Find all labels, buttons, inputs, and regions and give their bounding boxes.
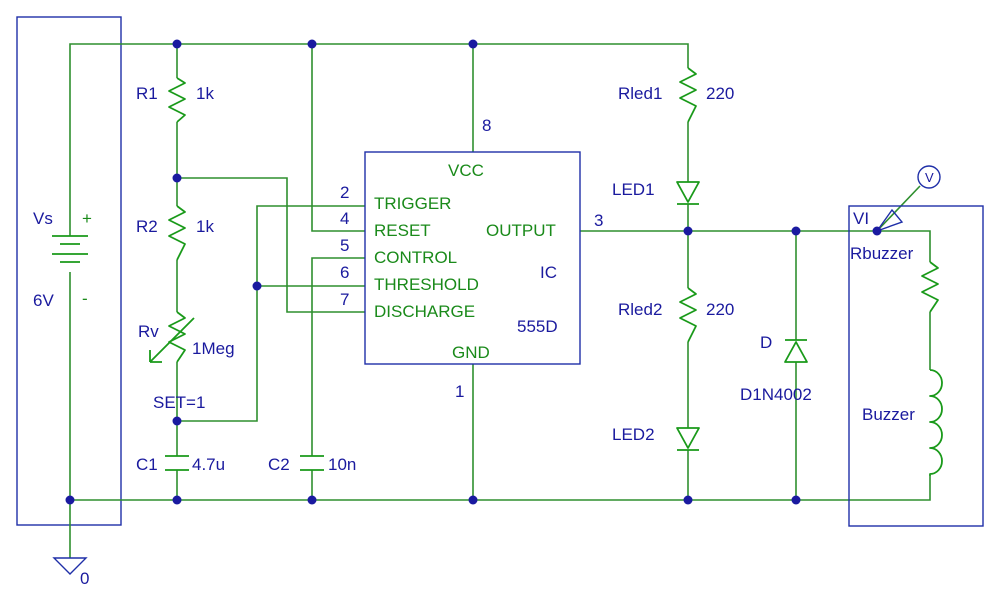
voltage-source-box	[16, 16, 122, 526]
pin-reset-number: 4	[340, 209, 349, 228]
diode-d-symbol	[784, 339, 808, 363]
rv-set: SET=1	[153, 393, 205, 412]
rv-value: 1Meg	[192, 339, 235, 358]
buzzer-coil	[929, 369, 943, 476]
ic-part: 555D	[517, 317, 558, 336]
vs-plus: +	[82, 209, 92, 228]
pin-threshold-number: 6	[340, 263, 349, 282]
pin-threshold-label: THRESHOLD	[374, 275, 479, 294]
battery-vs	[52, 235, 88, 263]
ic-vcc-label: VCC	[448, 161, 484, 180]
pin-trigger-label: TRIGGER	[374, 194, 451, 213]
led2-symbol	[676, 427, 700, 451]
vs-minus: -	[82, 289, 88, 308]
led2-name: LED2	[612, 425, 655, 444]
buzzer-box	[848, 205, 984, 527]
c1-name: C1	[136, 455, 158, 474]
probe-v-symbol: V	[925, 170, 934, 185]
ic-name: IC	[540, 263, 557, 282]
resistor-rled1	[679, 67, 697, 123]
rled1-name: Rled1	[618, 84, 662, 103]
ic-output-label: OUTPUT	[486, 221, 556, 240]
capacitor-c2	[300, 455, 324, 471]
diode-name: D	[760, 333, 772, 352]
resistor-rled2	[679, 287, 697, 343]
r2-name: R2	[136, 217, 158, 236]
ic-output-pin: 3	[594, 211, 603, 230]
r2-value: 1k	[196, 217, 214, 236]
ground-label: 0	[80, 569, 89, 588]
vs-value: 6V	[33, 291, 54, 310]
r1-name: R1	[136, 84, 158, 103]
c2-value: 10n	[328, 455, 356, 474]
led1-symbol	[676, 181, 700, 205]
diode-part: D1N4002	[740, 385, 812, 404]
voltage-probe	[875, 165, 941, 233]
ground-symbol	[52, 557, 88, 575]
buzzer-name: Buzzer	[862, 405, 915, 424]
r1-value: 1k	[196, 84, 214, 103]
pin-reset-label: RESET	[374, 221, 431, 240]
pin-trigger-number: 2	[340, 183, 349, 202]
c1-value: 4.7u	[192, 455, 225, 474]
pin-discharge-number: 7	[340, 290, 349, 309]
vs-name: Vs	[33, 209, 53, 228]
rled1-value: 220	[706, 84, 734, 103]
c2-name: C2	[268, 455, 290, 474]
led1-name: LED1	[612, 180, 655, 199]
pin-discharge-label: DISCHARGE	[374, 302, 475, 321]
junctions	[65, 39, 882, 505]
probe-label: VI	[853, 209, 869, 228]
rled2-name: Rled2	[618, 300, 662, 319]
ic-vcc-pin: 8	[482, 116, 491, 135]
rv-name: Rv	[138, 322, 159, 341]
rled2-value: 220	[706, 300, 734, 319]
pin-control-number: 5	[340, 236, 349, 255]
wires	[69, 43, 931, 558]
ic-gnd-pin: 1	[455, 382, 464, 401]
capacitor-c1	[165, 455, 189, 471]
pin-control-label: CONTROL	[374, 248, 457, 267]
resistor-rv	[168, 311, 186, 363]
rbuzzer-name: Rbuzzer	[850, 244, 914, 263]
rv-arrow	[149, 317, 195, 363]
ic-555-box	[364, 151, 581, 365]
ic-gnd-label: GND	[452, 343, 490, 362]
resistor-r1	[168, 77, 186, 123]
resistor-r2	[168, 205, 186, 261]
resistor-rbuzzer	[921, 261, 939, 313]
